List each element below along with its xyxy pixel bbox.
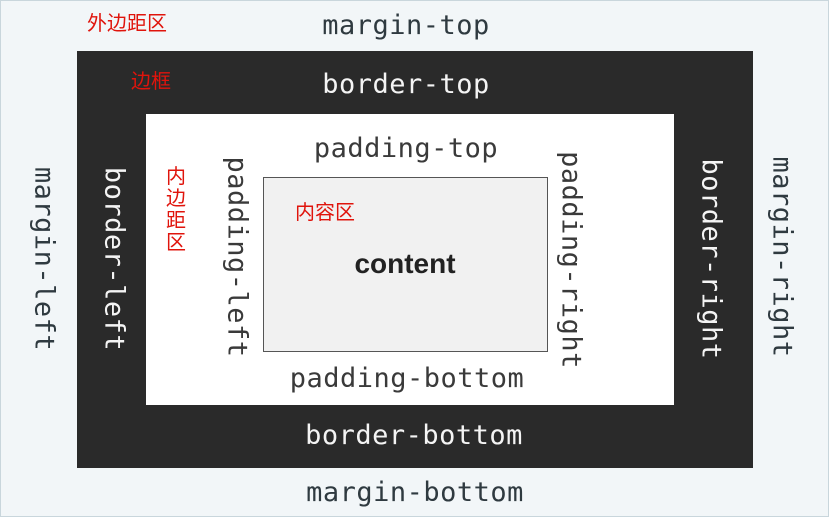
- margin-right-label: margin-right: [766, 156, 798, 358]
- padding-left-label: padding-left: [221, 156, 253, 358]
- padding-bottom-label: padding-bottom: [289, 363, 525, 394]
- margin-top-label: margin-top: [322, 10, 490, 41]
- content-area-annotation: 内容区: [295, 200, 355, 224]
- border-left-label: border-left: [98, 166, 130, 352]
- margin-bottom-label: margin-bottom: [306, 477, 524, 508]
- margin-area-annotation: 外边距区: [87, 11, 167, 35]
- border-right-label: border-right: [695, 158, 727, 360]
- border-top-label: border-top: [322, 69, 490, 100]
- border-annotation: 边框: [131, 69, 171, 93]
- padding-top-label: padding-top: [313, 133, 499, 164]
- padding-area-annotation: 内边距区: [166, 164, 186, 254]
- border-bottom-label: border-bottom: [305, 420, 523, 451]
- padding-right-label: padding-right: [555, 151, 587, 369]
- margin-left-label: margin-left: [28, 166, 60, 352]
- content-area: [263, 177, 548, 352]
- content-label: content: [354, 248, 456, 279]
